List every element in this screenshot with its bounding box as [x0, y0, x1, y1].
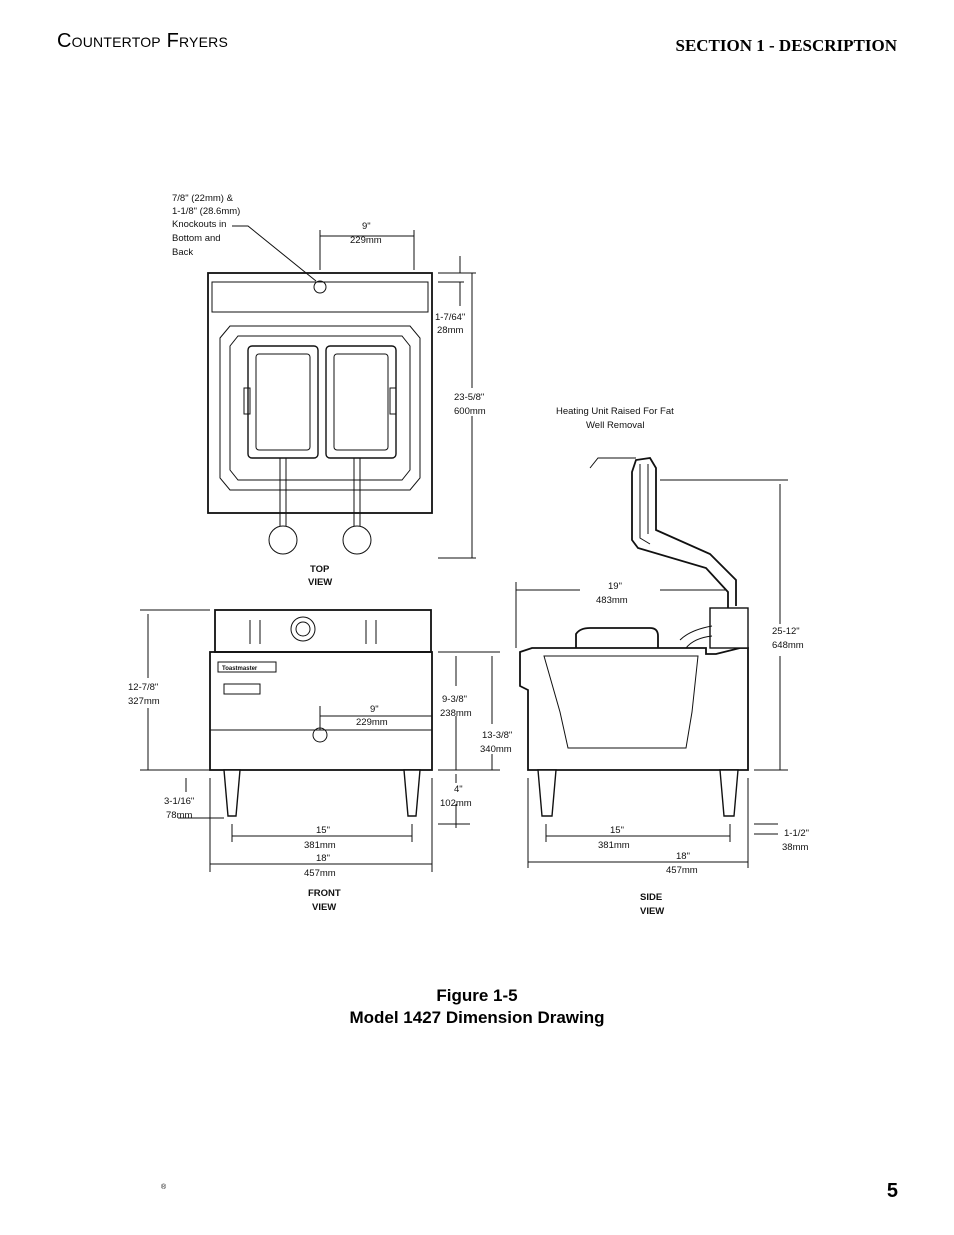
front-18in-label: 18": [316, 853, 330, 864]
side-19in-label: 19": [608, 581, 622, 592]
side-483mm-label: 483mm: [596, 595, 628, 606]
top-view-outline: [207, 272, 433, 514]
side-381mm-label: 381mm: [598, 840, 630, 851]
side-cabinet: [519, 647, 749, 771]
front-3-1-16-label: 3-1/16": [164, 796, 194, 807]
fry-well-inner: [229, 335, 411, 481]
front-cabinet: [209, 651, 433, 771]
front-15in-label: 15": [316, 825, 330, 836]
basket-left-hook: [243, 387, 251, 415]
top-9in-label: 9": [362, 221, 371, 232]
thermostat-knob-inner: [295, 621, 311, 637]
side-leg-right: [719, 769, 739, 817]
basket-right-inner: [333, 353, 389, 451]
top-1-7-64-label: 1-7/64": [435, 312, 465, 323]
side-25-12-label: 25-12": [772, 626, 800, 637]
basket-left-handle-loop: [268, 525, 298, 555]
front-view: Toastmaster: [209, 609, 433, 817]
running-header-title: Countertop Fryers: [57, 30, 228, 52]
knockouts-note-line4: Bottom and: [172, 233, 221, 244]
figure-number: Figure 1-5: [436, 986, 518, 1005]
figure-title: Model 1427 Dimension Drawing: [349, 1008, 605, 1027]
top-view-label-1: TOP: [310, 564, 330, 575]
dimension-drawing: 7/8" (22mm) & 1-1/8" (28.6mm) Knockouts …: [120, 178, 840, 938]
front-102mm-label: 102mm: [440, 798, 472, 809]
basket-handles-front: [249, 620, 377, 644]
front-view-label-2: VIEW: [312, 902, 336, 913]
raised-heating-element: [631, 457, 737, 608]
top-28mm-label: 28mm: [437, 325, 463, 336]
basket-right: [325, 345, 397, 459]
page-number: 5: [886, 1180, 898, 1202]
raised-heating-element-inner: [639, 464, 651, 545]
knockouts-note-line1: 7/8" (22mm) &: [172, 193, 234, 204]
basket-left-handle: [279, 458, 287, 526]
side-view-label-1: SIDE: [640, 892, 662, 903]
top-view: [207, 272, 433, 555]
heating-note-line1: Heating Unit Raised For Fat: [556, 406, 674, 417]
front-13-3-8-label: 13-3/8": [482, 730, 512, 741]
side-18in-label: 18": [676, 851, 690, 862]
front-457mm-label: 457mm: [304, 868, 336, 879]
front-381mm-label: 381mm: [304, 840, 336, 851]
dimension-drawing-svg: 7/8" (22mm) & 1-1/8" (28.6mm) Knockouts …: [128, 193, 809, 917]
side-fry-well: [543, 655, 699, 749]
knockouts-note-line3: Knockouts in: [172, 219, 226, 230]
top-23-5-8-label: 23-5/8": [454, 392, 484, 403]
top-229mm-label: 229mm: [350, 235, 382, 246]
side-view-dimensions: Heating Unit Raised For Fat Well Removal…: [515, 406, 809, 917]
side-leg-left: [537, 769, 557, 817]
top-view-backsplash: [211, 281, 429, 313]
side-648mm-label: 648mm: [772, 640, 804, 651]
nameplate-text: Toastmaster: [222, 666, 258, 672]
side-15in-label: 15": [610, 825, 624, 836]
knockouts-note-line5: Back: [172, 247, 193, 258]
front-327mm-label: 327mm: [128, 696, 160, 707]
thermostat-knob: [290, 616, 316, 642]
side-1-1-2-label: 1-1/2": [784, 828, 809, 839]
basket-right-hook: [389, 387, 397, 415]
front-9in-label: 9": [370, 704, 379, 715]
heating-element-coils: [679, 625, 713, 649]
front-4in-label: 4": [454, 784, 463, 795]
fry-well-outline: [219, 325, 421, 491]
front-leg-right: [403, 769, 421, 817]
front-238mm-label: 238mm: [440, 708, 472, 719]
knockouts-note-line2: 1-1/8" (28.6mm): [172, 206, 240, 217]
basket-left: [247, 345, 319, 459]
basket-right-handle-loop: [342, 525, 372, 555]
registered-mark: ®: [161, 1184, 167, 1191]
heating-element-hook: [589, 457, 636, 469]
knockout-hole: [313, 280, 327, 294]
top-view-dimensions: 7/8" (22mm) & 1-1/8" (28.6mm) Knockouts …: [172, 193, 486, 588]
front-view-dimensions: 12-7/8" 327mm 9" 229mm 9-3/8" 238mm 13-3…: [128, 609, 512, 913]
side-basket-handle: [575, 627, 659, 648]
front-229mm-label: 229mm: [356, 717, 388, 728]
front-12-7-8-label: 12-7/8": [128, 682, 158, 693]
heating-unit-housing: [709, 607, 749, 649]
front-label-plate: [223, 683, 261, 695]
front-340mm-label: 340mm: [480, 744, 512, 755]
front-control-panel: [214, 609, 432, 653]
nameplate: [217, 661, 277, 673]
knockouts-leader: [232, 225, 317, 282]
top-600mm-label: 600mm: [454, 406, 486, 417]
side-457mm-label: 457mm: [666, 865, 698, 876]
side-view-label-2: VIEW: [640, 906, 664, 917]
basket-right-handle: [353, 458, 361, 526]
side-view: [519, 457, 749, 817]
front-9-3-8-label: 9-3/8": [442, 694, 467, 705]
front-78mm-label: 78mm: [166, 810, 192, 821]
front-view-label-1: FRONT: [308, 888, 341, 899]
top-view-label-2: VIEW: [308, 577, 332, 588]
front-leg-left: [223, 769, 241, 817]
heating-note-line2: Well Removal: [586, 420, 644, 431]
basket-left-inner: [255, 353, 311, 451]
side-38mm-label: 38mm: [782, 842, 808, 853]
section-heading: SECTION 1 - DESCRIPTION: [675, 36, 897, 55]
